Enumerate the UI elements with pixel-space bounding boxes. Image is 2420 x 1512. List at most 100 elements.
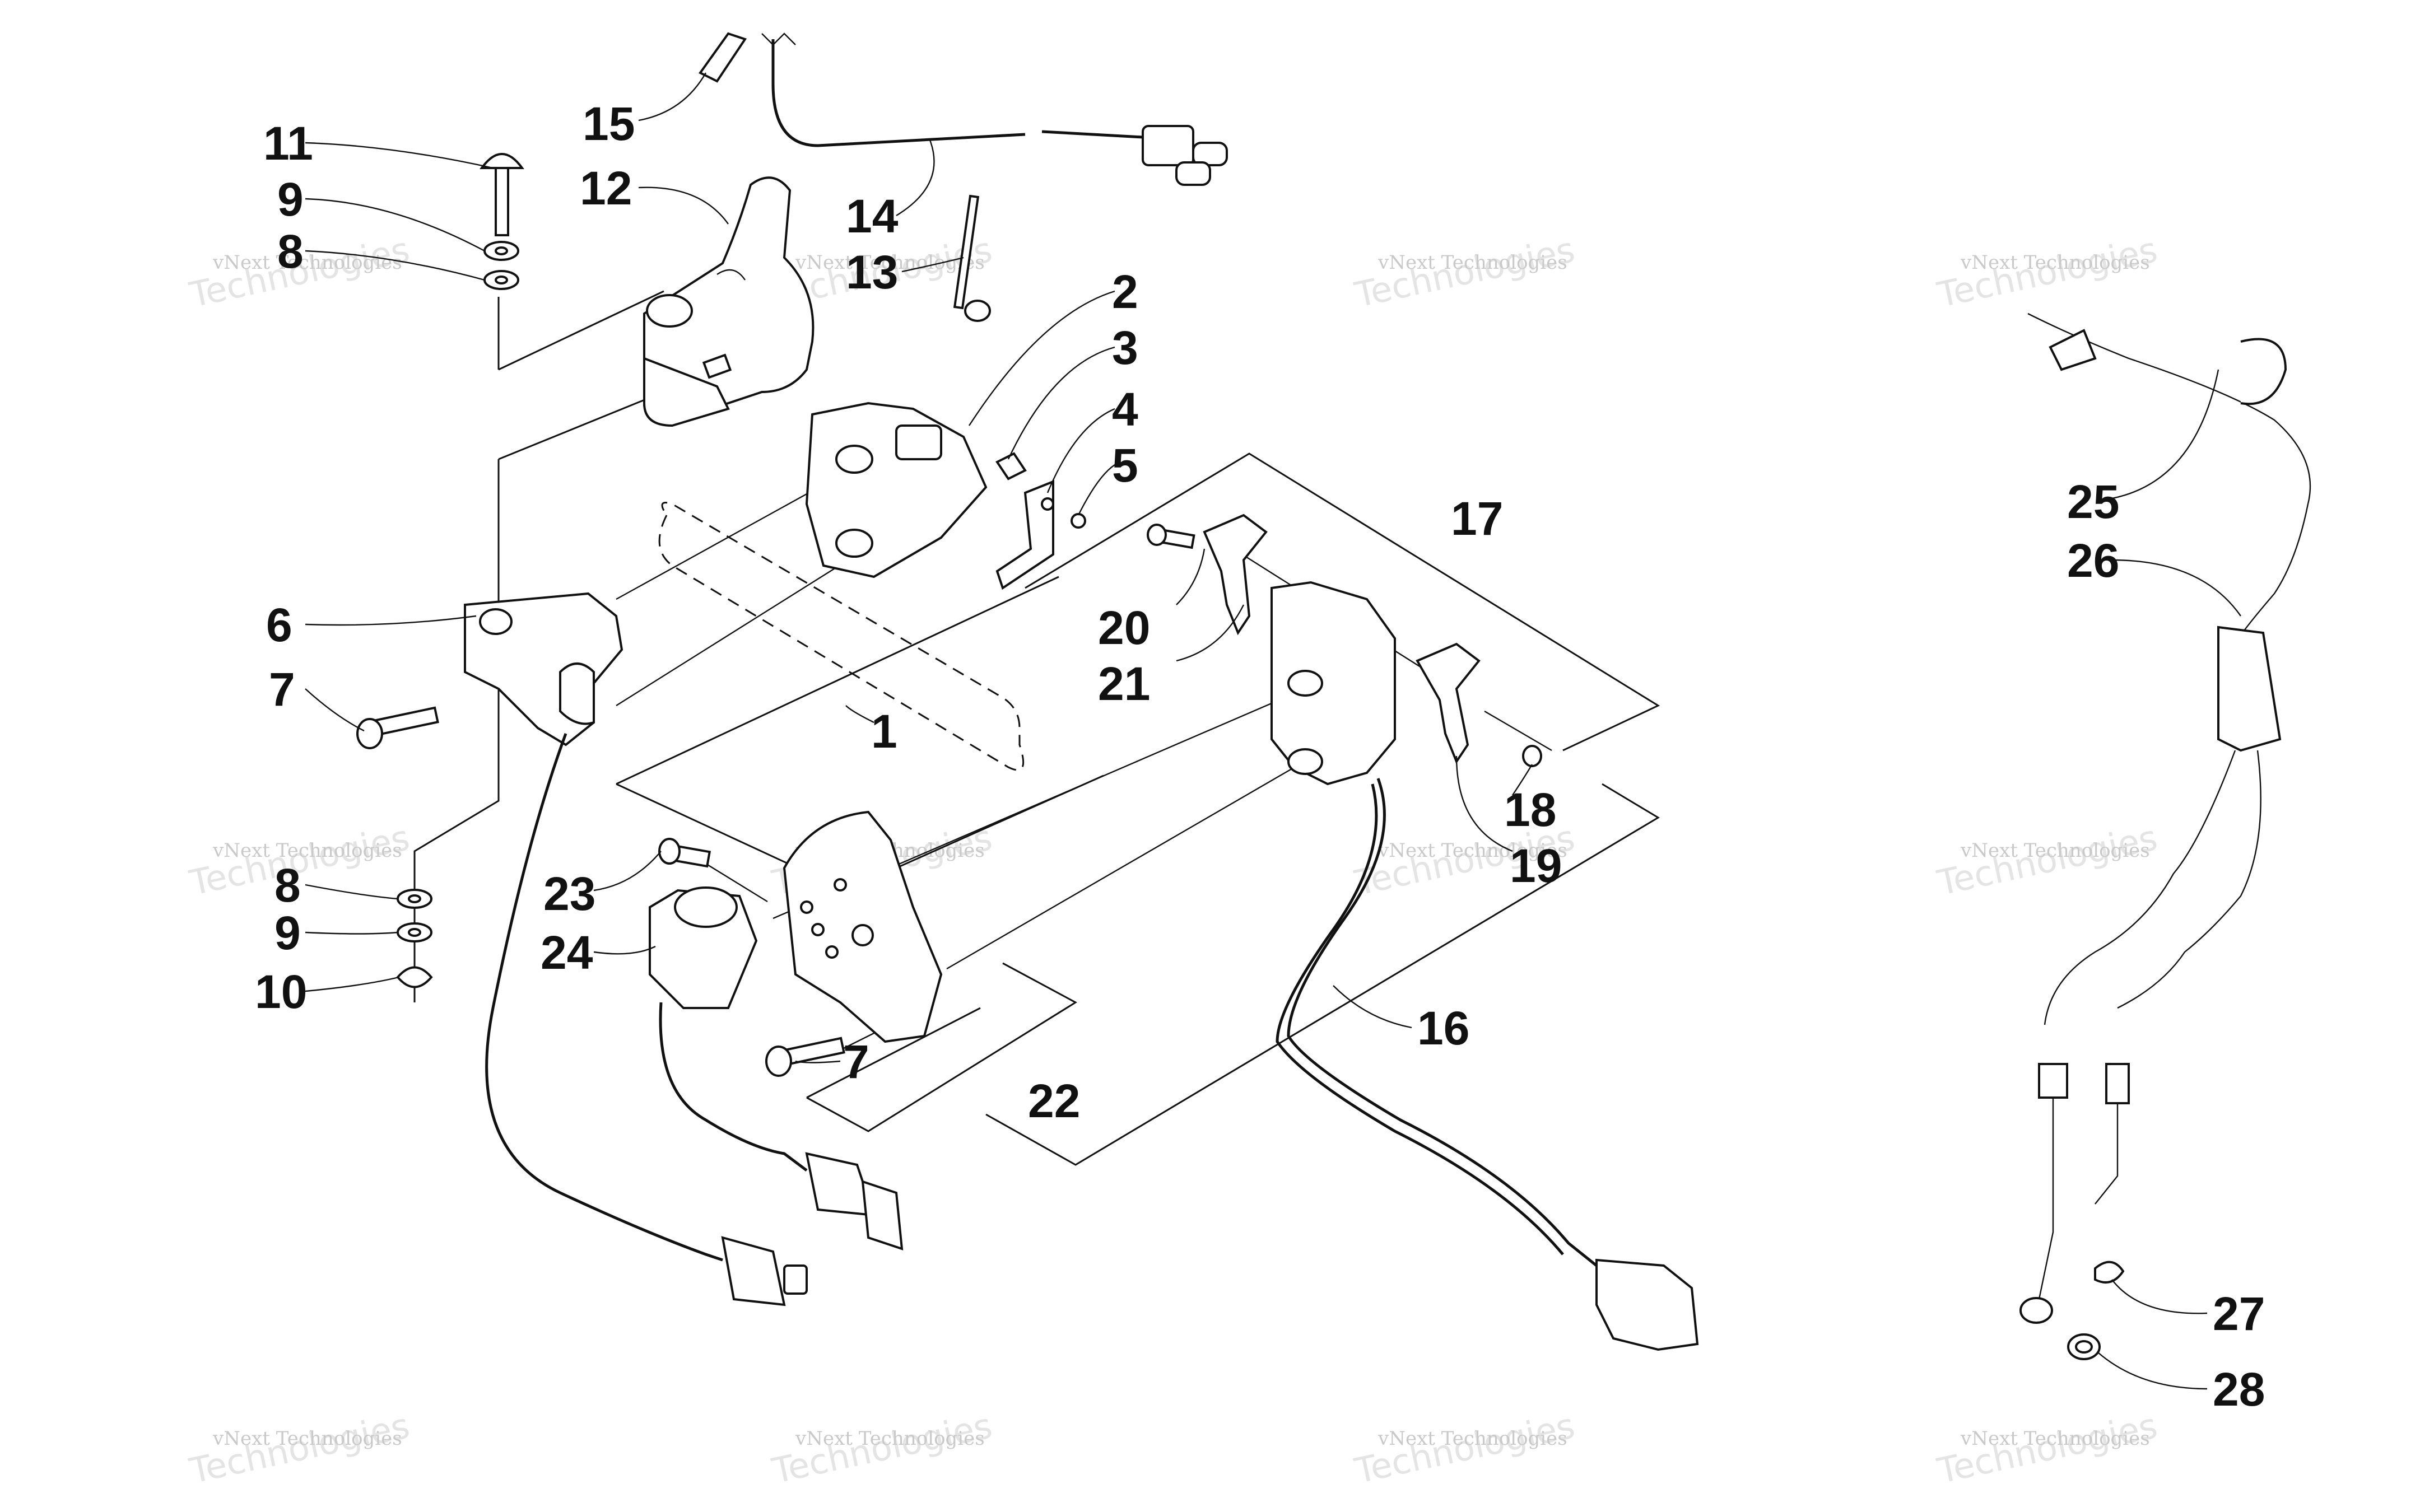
- button-connector-2: [861, 1180, 904, 1250]
- mount-plate-body: [1270, 581, 1396, 786]
- clip-part-27: [2094, 1261, 2125, 1284]
- callout-14: 14: [846, 190, 899, 242]
- cable-wire: [2027, 312, 2311, 645]
- leader-line: [795, 1060, 841, 1063]
- callout-20: 20: [1098, 601, 1150, 654]
- lever-bolt-hole: [646, 294, 693, 328]
- harness-connector-pin: [1192, 142, 1228, 166]
- ring-hole: [2075, 1340, 2093, 1354]
- screw-head: [1522, 745, 1542, 767]
- bolt-part-11: [480, 153, 524, 236]
- assembly-frames: [413, 290, 1660, 1166]
- screw-part-7-bottom: [765, 1037, 845, 1077]
- callout-26: 26: [2067, 534, 2119, 587]
- callout-9: 9: [274, 907, 301, 959]
- leader-line: [2111, 1279, 2208, 1314]
- callout-7: 7: [843, 1035, 869, 1088]
- harness-wire-2: [1276, 783, 1564, 1256]
- leader-line: [305, 250, 485, 281]
- screw-head: [658, 838, 681, 865]
- washer-part-9-top: [483, 241, 519, 261]
- callout-2: 2: [1112, 265, 1138, 318]
- clamp-part-6: [464, 592, 623, 746]
- cable-connector: [721, 1236, 786, 1306]
- axis-line: [946, 744, 1334, 970]
- watermark-text: vNext Technologies: [212, 839, 402, 862]
- mount-plate-boss: [1287, 748, 1323, 775]
- switch-hole: [851, 924, 874, 946]
- switch-housing-part-22: [783, 810, 943, 1043]
- callout-19: 19: [1510, 839, 1562, 892]
- leader-line: [1077, 464, 1115, 516]
- watermark-text: vNext Technologies: [1960, 251, 2150, 274]
- callout-9: 9: [277, 173, 304, 226]
- leader-line: [305, 142, 494, 169]
- washer-hole: [495, 276, 508, 284]
- cable-branch: [2044, 750, 2236, 1025]
- frame-line: [1025, 452, 1660, 752]
- frame-line: [806, 1007, 981, 1099]
- switch-hole: [825, 945, 839, 959]
- leader-line: [1007, 346, 1115, 460]
- callout-10: 10: [255, 965, 307, 1018]
- cable-connector-tip: [783, 1264, 808, 1295]
- screw-head: [1071, 513, 1086, 529]
- cable-sheath: [2217, 626, 2282, 752]
- washer-hole: [408, 894, 421, 903]
- screw-part-20: [1147, 524, 1195, 549]
- wire-harness-part-14: [761, 32, 1228, 186]
- clamp-cable: [485, 733, 808, 1306]
- washer-part-9-bottom: [397, 922, 432, 942]
- callout-1: 1: [871, 705, 897, 758]
- screw-head: [356, 718, 383, 749]
- harness-terminal: [761, 32, 796, 46]
- switch-hole: [800, 900, 813, 914]
- axis-line: [616, 480, 830, 600]
- watermark: Technologies vNext Technologies: [1351, 1405, 1579, 1491]
- mount-plate-part-17: [1270, 581, 1396, 786]
- bolt-head: [480, 153, 524, 169]
- leader-line: [593, 945, 656, 955]
- leader-line: [968, 290, 1115, 426]
- leader-line: [2111, 369, 2219, 500]
- button-cap: [674, 886, 738, 928]
- callout-13: 13: [846, 246, 898, 298]
- harness-part-16: [1276, 778, 1699, 1351]
- leader-line: [1046, 408, 1115, 493]
- plate-part-4: [995, 480, 1054, 590]
- housing-boss: [835, 529, 873, 558]
- cable-branch-2: [2117, 750, 2261, 1009]
- callout-22: 22: [1028, 1075, 1080, 1127]
- watermark-text: vNext Technologies: [795, 1427, 985, 1450]
- leader-line: [305, 615, 477, 626]
- nut-body: [396, 966, 433, 988]
- cable-tip: [2049, 329, 2097, 371]
- washer-part-8-top: [483, 270, 519, 290]
- frame-line: [498, 391, 664, 460]
- leader-line: [305, 976, 399, 992]
- parts: [356, 32, 2311, 1360]
- leader-line: [593, 851, 662, 892]
- callout-24: 24: [541, 926, 593, 979]
- callout-25: 25: [2067, 475, 2119, 528]
- plate-hole: [1041, 497, 1054, 511]
- throttle-lever-part-12: [643, 176, 815, 427]
- watermark: Technologies vNext Technologies: [769, 1405, 996, 1491]
- washer-hole: [408, 928, 421, 937]
- cable-ferrule: [2019, 1297, 2053, 1324]
- harness-connector: [1595, 1258, 1699, 1351]
- leader-line: [1176, 604, 1245, 662]
- frame-line: [806, 962, 1077, 1132]
- button-wire: [659, 1002, 808, 1172]
- watermark-text: vNext Technologies: [1960, 1427, 2150, 1450]
- ring-part-28: [2067, 1333, 2101, 1360]
- cable-strap: [2240, 338, 2287, 405]
- mount-plate-boss: [1287, 670, 1323, 697]
- housing-part-2: [805, 402, 988, 578]
- screw-part-18: [1522, 745, 1542, 767]
- leader-line: [1512, 764, 1533, 796]
- callout-18: 18: [1504, 783, 1556, 836]
- lever-part-19: [1416, 642, 1481, 764]
- clip-body: [2094, 1261, 2125, 1284]
